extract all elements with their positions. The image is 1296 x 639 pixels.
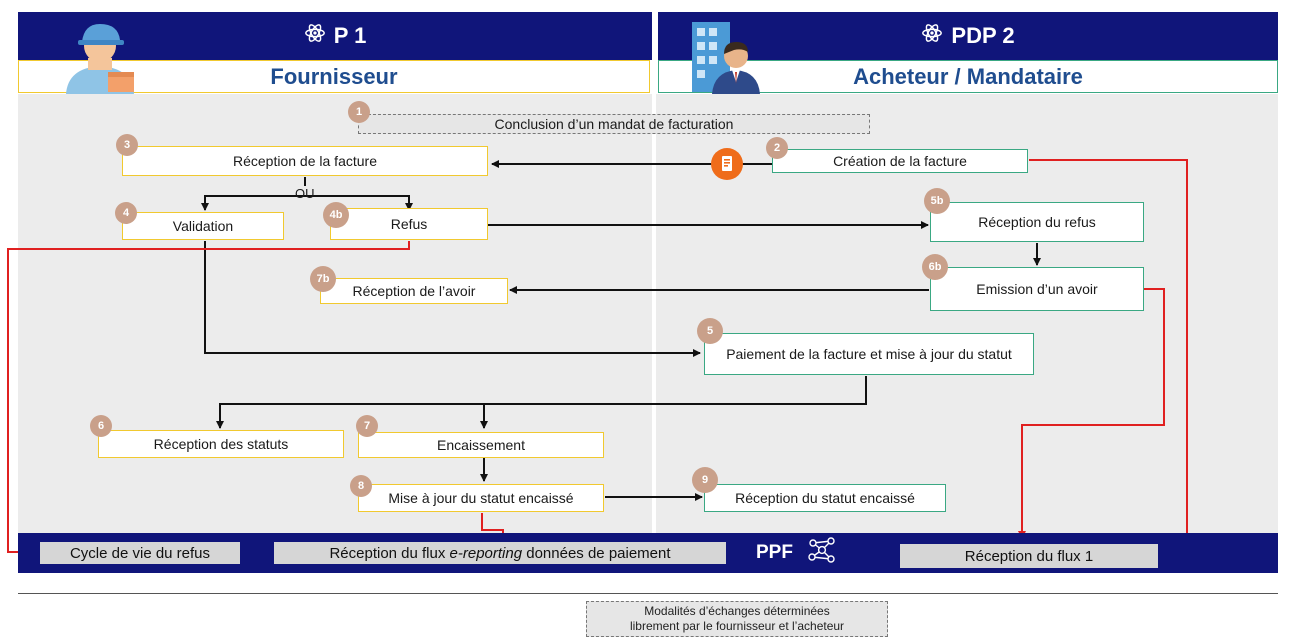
atom-icon bbox=[921, 22, 943, 50]
ou-label: OU bbox=[295, 186, 315, 201]
ppf-label: PPF bbox=[756, 542, 793, 563]
step-4b-badge: 4b bbox=[323, 202, 349, 228]
step-7-badge: 7 bbox=[356, 415, 378, 437]
step-3-label: Réception de la facture bbox=[233, 153, 377, 169]
atom-icon bbox=[304, 22, 326, 50]
header-left-title: P 1 bbox=[333, 23, 367, 48]
step-6b-label: Emission d’un avoir bbox=[976, 281, 1098, 297]
step-7-label: Encaissement bbox=[437, 437, 525, 453]
ppf-e-reporting-box: Réception du flux e-reporting données de… bbox=[274, 542, 726, 564]
legend-line-1: Modalités d’échanges déterminées bbox=[644, 604, 830, 618]
step-3-box: Réception de la facture bbox=[122, 146, 488, 176]
ppf-e-reporting-prefix: Réception du flux bbox=[329, 544, 450, 562]
step-7b-label: Réception de l’avoir bbox=[352, 283, 476, 299]
step-4-badge: 4 bbox=[115, 202, 137, 224]
ppf-flux1-label: Réception du flux 1 bbox=[964, 547, 1094, 565]
separator-line bbox=[18, 593, 1278, 594]
step-8-badge: 8 bbox=[350, 475, 372, 497]
ppf-flux1-box: Réception du flux 1 bbox=[900, 544, 1158, 568]
step-1-box: Conclusion d’un mandat de facturation bbox=[358, 114, 870, 134]
step-9-box: Réception du statut encaissé bbox=[704, 484, 946, 512]
step-4-box: Validation bbox=[122, 212, 284, 240]
step-4b-box: Refus bbox=[330, 208, 488, 240]
header-right-subtitle: Acheteur / Mandataire bbox=[853, 63, 1083, 89]
header-right-title: PDP 2 bbox=[951, 23, 1015, 48]
ppf-cycle-refus-box: Cycle de vie du refus bbox=[40, 542, 240, 564]
step-2-label: Création de la facture bbox=[833, 153, 967, 169]
header-left-title-bar: P 1 bbox=[18, 12, 652, 60]
step-6b-box: Emission d’un avoir bbox=[930, 267, 1144, 311]
step-5b-badge: 5b bbox=[924, 188, 950, 214]
step-7-box: Encaissement bbox=[358, 432, 604, 458]
step-2-badge: 2 bbox=[766, 137, 788, 159]
ppf-e-reporting-suffix: données de paiement bbox=[522, 544, 671, 562]
step-7b-box: Réception de l’avoir bbox=[320, 278, 508, 304]
step-5-box: Paiement de la facture et mise à jour du… bbox=[704, 333, 1034, 375]
step-5-badge: 5 bbox=[697, 318, 723, 344]
step-9-badge: 9 bbox=[692, 467, 718, 493]
step-6-label: Réception des statuts bbox=[153, 436, 289, 452]
step-8-box: Mise à jour du statut encaissé bbox=[358, 484, 604, 512]
step-9-label: Réception du statut encaissé bbox=[735, 490, 915, 506]
step-5b-box: Réception du refus bbox=[930, 202, 1144, 242]
ppf-cycle-refus-label: Cycle de vie du refus bbox=[69, 544, 211, 562]
step-6-box: Réception des statuts bbox=[98, 430, 344, 458]
step-6b-badge: 6b bbox=[922, 254, 948, 280]
ppf-label-group: PPF bbox=[756, 537, 837, 566]
step-1-label: Conclusion d’un mandat de facturation bbox=[494, 116, 734, 132]
step-5-label: Paiement de la facture et mise à jour du… bbox=[726, 346, 1012, 362]
network-icon bbox=[807, 535, 837, 571]
step-3-badge: 3 bbox=[116, 134, 138, 156]
invoice-document-icon bbox=[711, 148, 743, 180]
step-4b-label: Refus bbox=[390, 216, 428, 232]
step-6-badge: 6 bbox=[90, 415, 112, 437]
step-4-label: Validation bbox=[172, 218, 234, 234]
step-1-badge: 1 bbox=[348, 101, 370, 123]
step-8-label: Mise à jour du statut encaissé bbox=[388, 490, 574, 506]
header-left-subtitle: Fournisseur bbox=[270, 63, 398, 89]
step-5b-label: Réception du refus bbox=[978, 214, 1096, 230]
header-right-subtitle-bar: Acheteur / Mandataire bbox=[658, 60, 1278, 93]
header-right-title-bar: PDP 2 bbox=[658, 12, 1278, 60]
legend-line-2: librement par le fournisseur et l’achete… bbox=[629, 619, 845, 633]
step-2-box: Création de la facture bbox=[772, 149, 1028, 173]
legend-box: Modalités d’échanges déterminées libreme… bbox=[586, 601, 888, 637]
ppf-e-reporting-em: e-reporting bbox=[449, 544, 523, 562]
step-7b-badge: 7b bbox=[310, 266, 336, 292]
supplier-avatar-icon bbox=[60, 18, 140, 94]
buyer-building-avatar-icon bbox=[690, 18, 770, 94]
